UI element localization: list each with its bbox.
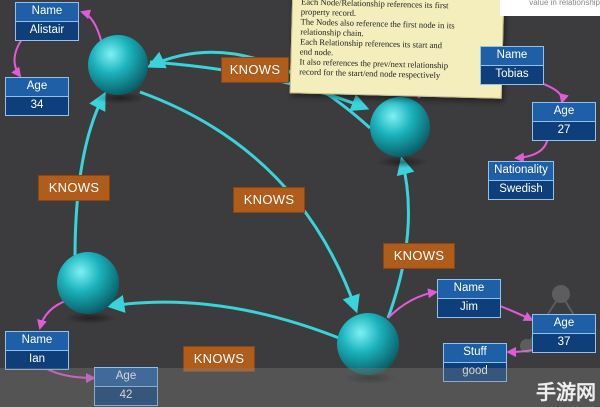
property-value: 37 xyxy=(533,334,595,352)
property-key: Nationality xyxy=(489,162,553,181)
property-key: Age xyxy=(533,103,595,122)
property-alistair-age: Age 34 xyxy=(5,77,69,116)
node-ian[interactable] xyxy=(57,252,119,314)
property-value: Swedish xyxy=(489,181,553,199)
property-tobias-nationality: Nationality Swedish xyxy=(488,161,554,200)
property-ian-age: Age 42 xyxy=(94,367,158,406)
edge-jim-to-tobias xyxy=(386,156,415,319)
property-key: Age xyxy=(533,315,595,334)
property-value: 34 xyxy=(6,97,68,115)
property-alistair-name: Name Alistair xyxy=(15,2,79,41)
relationship-label-knows: KNOWS xyxy=(38,175,110,201)
arrow-ian-name xyxy=(37,299,69,330)
property-value: Ian xyxy=(6,351,68,369)
property-value: good xyxy=(444,363,506,381)
property-jim-name: Name Jim xyxy=(437,279,501,318)
edge-jim-to-ian xyxy=(106,295,345,342)
property-value: 27 xyxy=(533,122,595,140)
property-key: Name xyxy=(6,332,68,351)
property-key: Name xyxy=(481,47,543,66)
arrow-alistair-name xyxy=(80,9,103,45)
property-jim-stuff: Stuff good xyxy=(443,343,507,382)
arrow-alistair-age xyxy=(11,38,23,78)
edge-alistair-to-jim xyxy=(139,90,360,314)
property-key: Stuff xyxy=(444,344,506,363)
edge-ian-to-alistair xyxy=(73,91,106,259)
arrow-jim-age xyxy=(499,305,534,321)
node-tobias[interactable] xyxy=(370,97,430,157)
property-key: Name xyxy=(16,3,78,22)
node-alistair[interactable] xyxy=(88,35,148,95)
explanation-note: Each Node/Relationship references its fi… xyxy=(289,0,505,99)
relationship-label-knows: KNOWS xyxy=(383,243,455,269)
watermark: 手游网 xyxy=(536,380,596,404)
property-ian-name: Name Ian xyxy=(5,331,69,370)
property-value: Alistair xyxy=(16,22,78,40)
property-jim-age: Age 37 xyxy=(532,314,596,353)
property-key: Age xyxy=(95,368,157,387)
property-tobias-name: Name Tobias xyxy=(480,46,544,85)
node-jim[interactable] xyxy=(337,313,399,375)
bottom-overlay-band xyxy=(0,368,600,407)
property-key: Age xyxy=(6,78,68,97)
property-tobias-age: Age 27 xyxy=(532,102,596,141)
relationship-label-knows: KNOWS xyxy=(233,187,305,213)
arrow-jim-name xyxy=(387,288,438,319)
relationship-label-knows: KNOWS xyxy=(221,57,289,83)
corner-caption: value in relationship xyxy=(500,0,600,16)
relationship-label-knows: KNOWS xyxy=(183,346,255,372)
property-key: Name xyxy=(438,280,500,299)
property-value: Jim xyxy=(438,299,500,317)
property-value: 42 xyxy=(95,387,157,405)
property-value: Tobias xyxy=(481,66,543,84)
